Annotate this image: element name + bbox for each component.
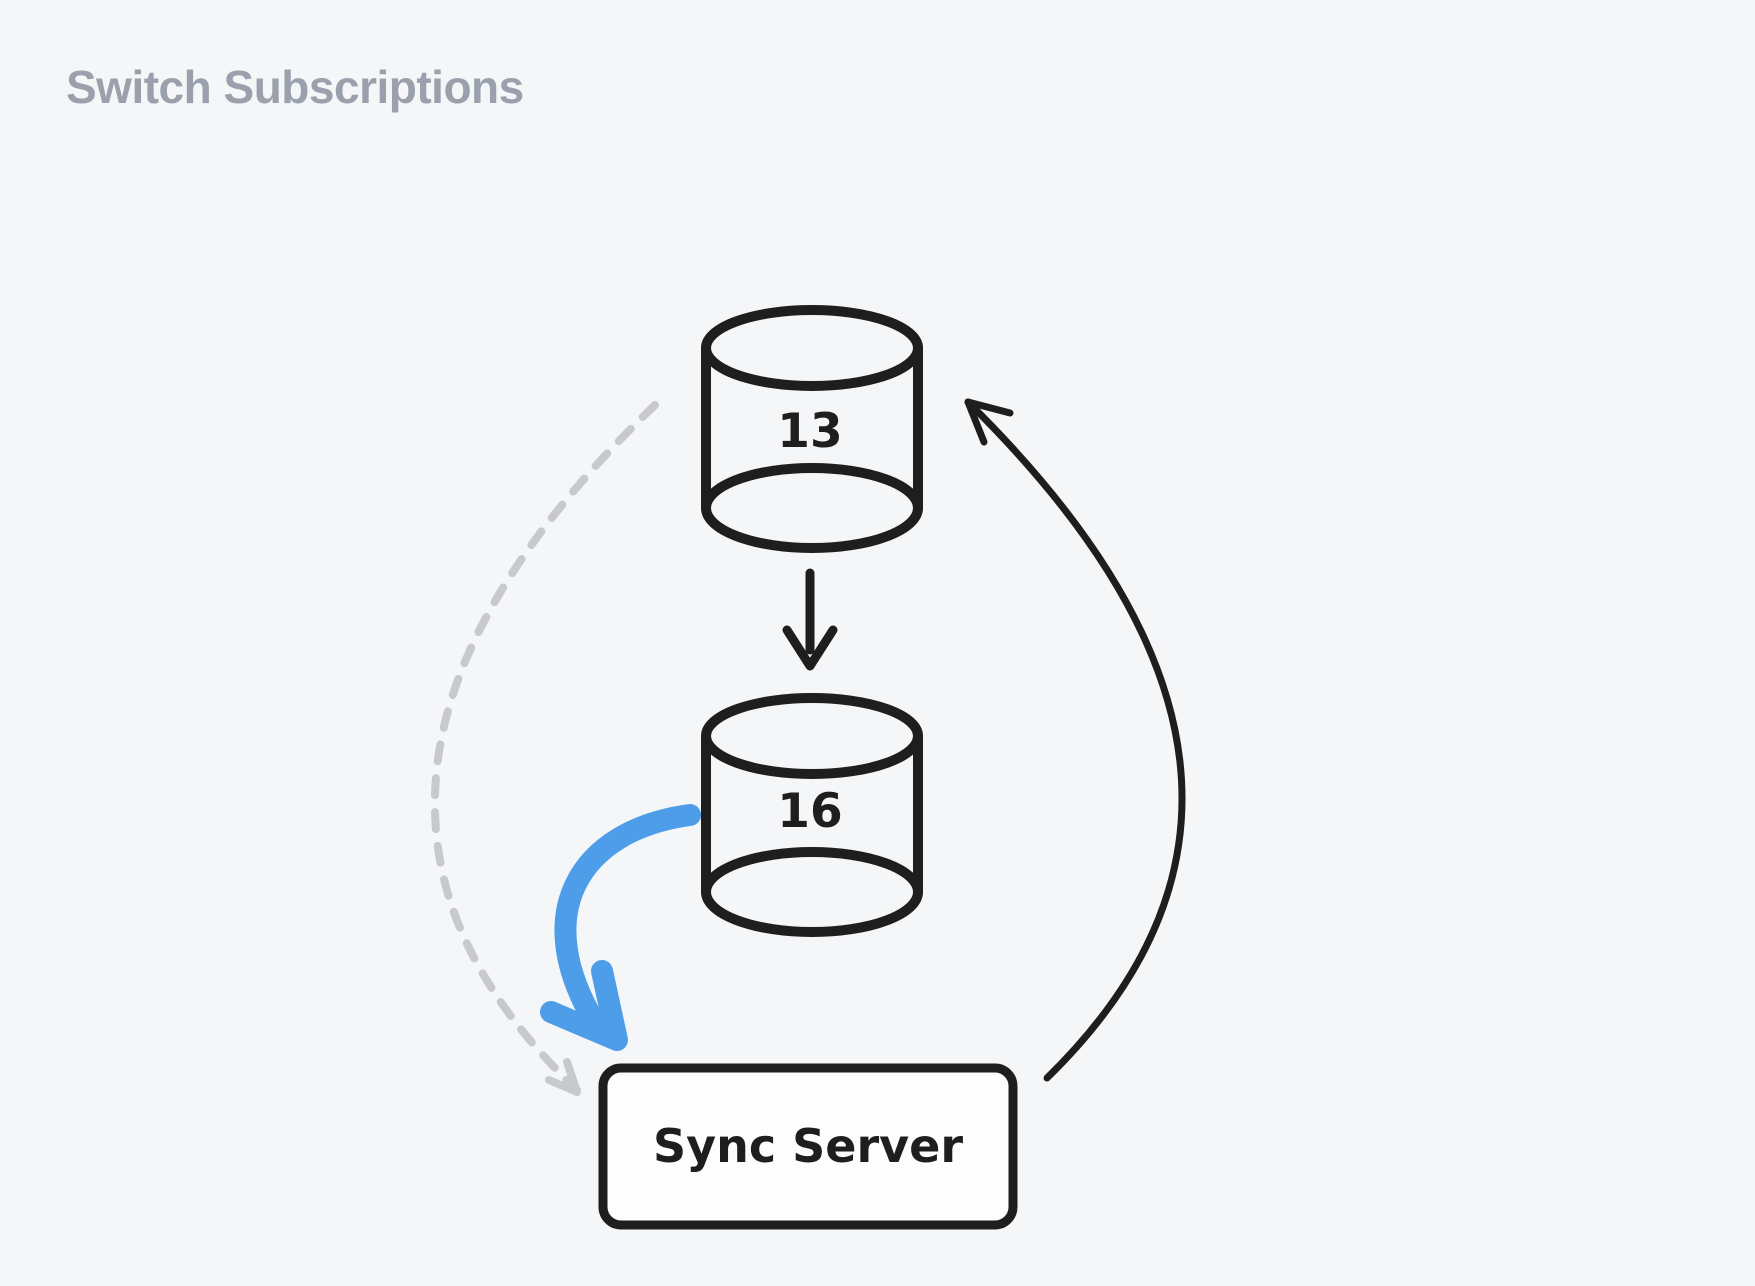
edge-db13-to-sync-dashed [430,401,659,1096]
edge-db13-to-db16 [782,568,838,671]
edge-db16-to-sync-accent [540,804,701,1051]
db-16-top-ellipse [701,693,923,779]
sync-server-node: Sync Server [598,1063,1018,1230]
db-16-label: 16 [777,784,842,839]
db-node-13: 13 [701,305,923,553]
return-arc [964,398,1186,1082]
down-arrow-arrowhead-icon [782,625,838,671]
dashed-arc-arrowhead-icon [545,1058,581,1096]
db-13-label: 13 [777,404,842,459]
db-13-bottom-ellipse [701,463,923,553]
db-node-16: 16 [701,693,923,937]
sync-server-label: Sync Server [653,1119,963,1173]
dashed-arc [430,401,659,1094]
edge-sync-to-db13 [964,398,1186,1082]
db-16-bottom-ellipse [701,847,923,937]
accent-arc [554,804,701,1037]
accent-arc-arrowhead-icon [540,960,628,1051]
page-title: Switch Subscriptions [66,61,524,113]
sync-server-box [598,1063,1018,1230]
return-arc-arrowhead-icon [964,398,1014,446]
db-13-top-ellipse [701,305,923,391]
